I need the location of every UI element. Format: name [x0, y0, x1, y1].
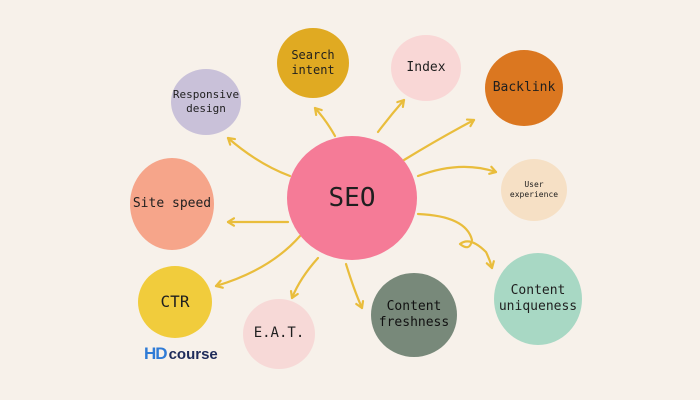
node-user-experience: User experience: [501, 159, 567, 221]
arrow-to-ctr: [214, 234, 302, 288]
arrowhead-to-content-uniqueness: [485, 260, 495, 270]
arrow-to-eat: [290, 256, 320, 300]
center-label: SEO: [328, 182, 376, 213]
arrowhead-to-backlink: [465, 118, 476, 128]
hdcourse-logo: HD course: [144, 344, 218, 364]
arrow-to-search-intent: [313, 106, 337, 138]
node-label-responsive-design: Responsive design: [172, 88, 240, 115]
node-label-ctr: CTR: [160, 292, 190, 311]
hd-logo-mark: HD: [144, 344, 168, 363]
node-label-site-speed: Site speed: [132, 195, 212, 211]
node-eat: E.A.T.: [243, 299, 315, 369]
arrow-to-responsive-design: [226, 136, 292, 178]
arrowhead-to-content-freshness: [355, 299, 365, 310]
arrow-to-user-experience: [416, 165, 498, 178]
node-backlink: Backlink: [485, 50, 563, 126]
hd-logo-word: course: [168, 345, 218, 363]
node-label-content-freshness: Content freshness: [378, 298, 450, 330]
arrowhead-to-user-experience: [488, 165, 498, 175]
node-index: Index: [391, 35, 461, 101]
node-label-eat: E.A.T.: [253, 325, 305, 342]
arrowhead-to-site-speed: [226, 217, 236, 227]
arrowhead-to-index: [396, 98, 406, 109]
node-label-backlink: Backlink: [492, 79, 556, 95]
node-content-freshness: Content freshness: [371, 273, 457, 357]
node-label-user-experience: User experience: [509, 180, 559, 199]
arrow-to-backlink: [402, 118, 476, 162]
node-label-content-uniqueness: Content uniqueness: [498, 282, 578, 314]
arrowhead-to-eat: [289, 289, 299, 300]
node-ctr: CTR: [138, 266, 212, 338]
center-node-seo: SEO: [287, 136, 417, 260]
node-content-uniqueness: Content uniqueness: [494, 253, 582, 345]
node-site-speed: Site speed: [130, 158, 214, 250]
node-label-index: Index: [406, 59, 446, 75]
arrow-to-content-uniqueness: [416, 212, 494, 270]
node-label-search-intent: Search intent: [291, 48, 335, 77]
arrowhead-to-ctr: [214, 279, 224, 289]
arrowhead-to-responsive-design: [226, 136, 237, 146]
arrow-to-index: [376, 98, 406, 134]
node-responsive-design: Responsive design: [171, 69, 241, 135]
arrowhead-to-search-intent: [313, 106, 323, 117]
node-search-intent: Search intent: [277, 28, 349, 98]
arrow-to-content-freshness: [344, 262, 364, 310]
